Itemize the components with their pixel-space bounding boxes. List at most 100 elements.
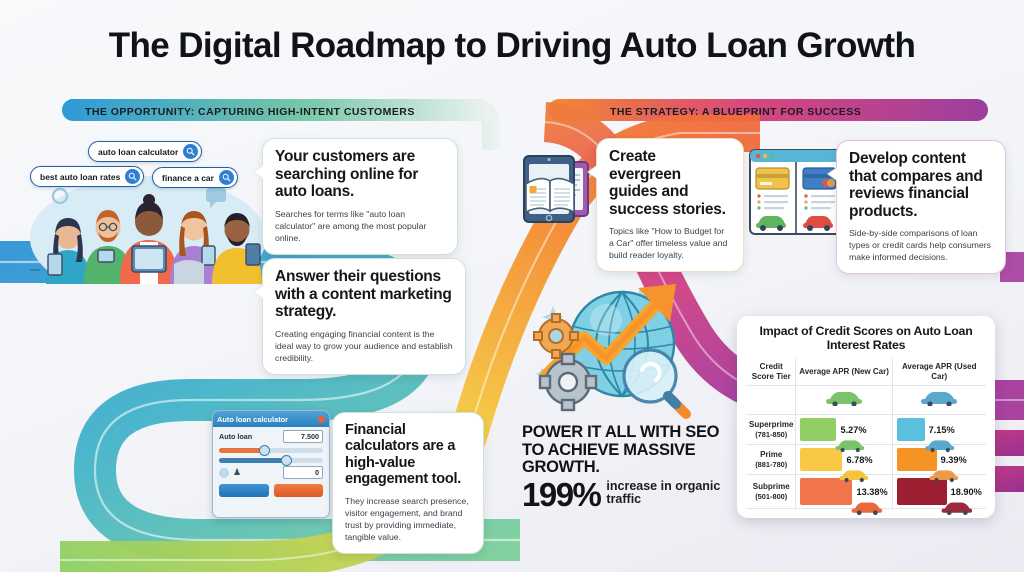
search-pill-best-auto-loan-rates[interactable]: best auto loan rates bbox=[30, 166, 145, 187]
apr-table: Credit Score Tier Average APR (New Car) … bbox=[747, 358, 986, 510]
car-icon-red bbox=[803, 216, 833, 231]
table-row: Superprime (781-850) 5.27% 7.15% bbox=[747, 414, 986, 446]
ebook-guides-illustration bbox=[518, 148, 596, 230]
callout-body: Side-by-side comparisons of loan types o… bbox=[849, 228, 991, 262]
user-icon: ♟ bbox=[233, 467, 242, 477]
callout-body: Searches for terms like "auto loan calcu… bbox=[275, 208, 427, 243]
search-icon bbox=[125, 169, 141, 184]
search-pill-label: auto loan calculator bbox=[98, 146, 179, 157]
th-label: Credit Score Tier bbox=[751, 362, 791, 381]
calculator-second-row: ♟ 0 bbox=[213, 463, 329, 479]
cell-new-subprime: 13.38% bbox=[795, 474, 893, 510]
callout-heading: Develop content that compares and review… bbox=[849, 150, 983, 220]
calculator-field-label: Auto loan bbox=[219, 432, 253, 441]
tier-range: (781-850) bbox=[755, 429, 788, 439]
td-empty bbox=[747, 385, 796, 416]
tier-name: Subprime bbox=[752, 482, 790, 492]
people-with-devices-illustration bbox=[24, 172, 272, 300]
callout-body: They increase search presence, visitor e… bbox=[345, 495, 469, 542]
seo-stat-row: 199% increase in organic traffic bbox=[522, 475, 727, 513]
magnifier-icon bbox=[622, 348, 691, 419]
credit-score-impact-table: Impact of Credit Scores on Auto Loan Int… bbox=[737, 316, 995, 518]
callout-heading: Create evergreen guides and success stor… bbox=[609, 148, 726, 218]
calculator-primary-button[interactable] bbox=[219, 484, 269, 497]
section-banner-strategy: THE STRATEGY: A BLUEPRINT FOR SUCCESS bbox=[610, 106, 862, 118]
bar-new-prime bbox=[800, 448, 843, 472]
cell-new-superprime: 5.27% bbox=[795, 414, 893, 446]
calculator-secondary-button[interactable] bbox=[273, 484, 323, 497]
calculator-field-row: Auto loan 7.500 bbox=[213, 427, 329, 443]
th-credit-score-tier: Credit Score Tier bbox=[747, 358, 796, 387]
bar-used-subprime bbox=[896, 478, 947, 506]
product-comparison-illustration bbox=[748, 146, 844, 238]
table-header-row: Credit Score Tier Average APR (New Car) … bbox=[747, 358, 986, 387]
callout-tail bbox=[254, 285, 264, 299]
callout-customers-searching: Your customers are searching online for … bbox=[254, 138, 458, 255]
tier-prime: Prime (881-780) bbox=[747, 444, 796, 476]
callout-heading: Answer their questions with a content ma… bbox=[275, 268, 452, 320]
value-new-superprime: 5.27% bbox=[840, 424, 867, 435]
search-icon bbox=[218, 170, 234, 185]
close-icon[interactable] bbox=[318, 415, 325, 423]
seo-globe-illustration bbox=[510, 272, 722, 422]
car-icon-used-blue bbox=[891, 385, 986, 416]
th-avg-apr-new-car: Average APR (New Car) bbox=[795, 358, 893, 387]
table-row: Prime (881-780) 6.78% 9.39% bbox=[747, 444, 986, 476]
th-avg-apr-used-car: Average APR (Used Car) bbox=[891, 358, 986, 387]
bar-used-superprime bbox=[896, 418, 925, 442]
calculator-slider-1[interactable] bbox=[219, 445, 323, 456]
slider-knob[interactable] bbox=[258, 445, 270, 456]
info-icon bbox=[219, 467, 229, 478]
callout-tail bbox=[828, 167, 838, 181]
table-row: Subprime (501-800) 13.38% 18.90% bbox=[747, 474, 986, 510]
tier-range: (881-780) bbox=[755, 459, 788, 469]
seo-headline: POWER IT ALL WITH SEO TO ACHIEVE MASSIVE… bbox=[522, 423, 720, 477]
value-new-subprime: 13.38% bbox=[856, 486, 888, 497]
seo-statement-block: POWER IT ALL WITH SEO TO ACHIEVE MASSIVE… bbox=[522, 423, 727, 513]
gear-icon-grey bbox=[538, 352, 598, 412]
table-icon-row bbox=[747, 385, 986, 416]
table-title: Impact of Credit Scores on Auto Loan Int… bbox=[759, 324, 973, 353]
tier-subprime: Subprime (501-800) bbox=[747, 474, 796, 510]
calculator-buttons bbox=[213, 479, 329, 497]
slider-knob[interactable] bbox=[281, 455, 293, 466]
bar-new-superprime bbox=[800, 418, 837, 442]
value-used-prime: 9.39% bbox=[940, 454, 967, 465]
calculator-field-value[interactable]: 7.500 bbox=[283, 430, 323, 443]
callout-body: Topics like "How to Budget for a Car" of… bbox=[609, 226, 728, 260]
cell-new-prime: 6.78% bbox=[795, 444, 893, 476]
value-new-prime: 6.78% bbox=[846, 454, 873, 465]
search-pill-label: best auto loan rates bbox=[40, 171, 121, 182]
page-title: The Digital Roadmap to Driving Auto Loan… bbox=[108, 26, 916, 65]
search-pill-auto-loan-calculator[interactable]: auto loan calculator bbox=[88, 141, 203, 162]
calculator-title-label: Auto loan calculator bbox=[217, 414, 289, 424]
value-used-subprime: 18.90% bbox=[950, 486, 982, 497]
callout-compare-products: Develop content that compares and review… bbox=[828, 140, 1006, 274]
gear-icon-orange bbox=[533, 313, 579, 359]
tier-name: Superprime bbox=[749, 420, 794, 430]
callout-evergreen-guides: Create evergreen guides and success stor… bbox=[588, 138, 744, 272]
th-label: Average APR (New Car) bbox=[799, 367, 889, 377]
th-label: Average APR (Used Car) bbox=[901, 362, 977, 381]
auto-loan-calculator-widget[interactable]: Auto loan calculator Auto loan 7.500 ♟ 0 bbox=[212, 410, 330, 518]
callout-heading: Financial calculators are a high-value e… bbox=[345, 422, 462, 488]
seo-stat-number: 199% bbox=[522, 475, 602, 513]
cell-used-prime: 9.39% bbox=[891, 444, 986, 476]
cell-used-superprime: 7.15% bbox=[891, 414, 986, 446]
car-icon-green bbox=[756, 216, 786, 231]
callout-heading: Your customers are searching online for … bbox=[275, 148, 419, 200]
seo-stat-label: increase in organic traffic bbox=[606, 478, 721, 507]
tier-superprime: Superprime (781-850) bbox=[747, 414, 796, 446]
bar-used-prime bbox=[896, 448, 937, 472]
callout-tail bbox=[254, 165, 264, 179]
calculator-slider-2[interactable] bbox=[219, 455, 323, 466]
calculator-second-value[interactable]: 0 bbox=[283, 466, 323, 479]
search-pill-finance-a-car[interactable]: finance a car bbox=[152, 167, 238, 188]
bar-new-subprime bbox=[800, 478, 853, 506]
section-banner-opportunity: THE OPPORTUNITY: CAPTURING HIGH-INTENT C… bbox=[85, 106, 415, 118]
callout-tail bbox=[588, 165, 598, 179]
calculator-titlebar: Auto loan calculator bbox=[213, 411, 329, 427]
tier-name: Prime bbox=[760, 450, 783, 460]
car-icon-new-green bbox=[795, 385, 893, 416]
